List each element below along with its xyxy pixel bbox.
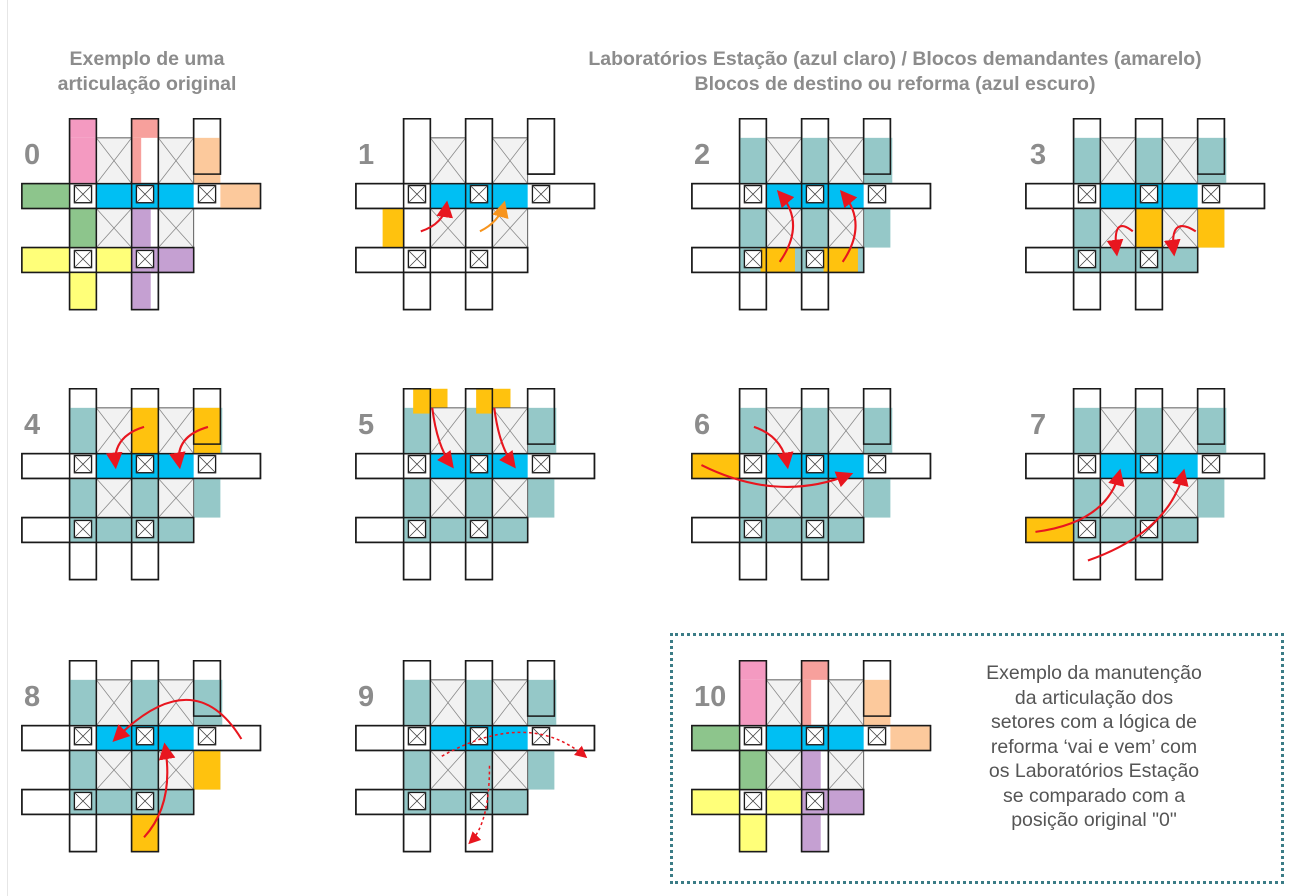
movement-arrow	[493, 407, 516, 469]
movement-arrow	[753, 425, 794, 470]
movement-arrow	[776, 190, 795, 263]
panel-number-6: 6	[694, 409, 711, 441]
block-col_l	[739, 679, 767, 726]
legend-box	[670, 633, 1284, 884]
panel-number-8: 8	[24, 681, 41, 713]
movement-arrow	[1163, 225, 1197, 257]
movement-arrow	[1106, 225, 1134, 257]
legend-line-5: os Laboratórios Estação	[988, 760, 1200, 782]
movement-arrow	[420, 200, 453, 233]
movement-arrow	[143, 742, 176, 838]
block-stub_lt	[21, 183, 70, 209]
panel-number-2: 2	[694, 139, 711, 171]
block-stub_bl	[69, 272, 97, 310]
block-stub_bl	[739, 814, 767, 852]
block-stub_bm	[801, 814, 821, 852]
panel-number-4: 4	[24, 409, 41, 441]
legend-line-6: se comparado com a	[1002, 784, 1186, 807]
panel-number-9: 9	[358, 681, 375, 713]
movement-arrow	[1087, 468, 1189, 562]
block-yl	[691, 453, 740, 479]
block-yr	[1197, 208, 1225, 248]
header-legend: Laboratórios Estação (azul claro) / Bloc…	[500, 47, 1290, 97]
block-pink_a	[739, 660, 767, 680]
movement-arrow	[105, 425, 145, 470]
legend-line-3: setores com a lógica de	[991, 711, 1197, 733]
plan-panel-5	[355, 388, 596, 581]
block-y1	[382, 208, 404, 248]
block-band_b_l	[766, 789, 802, 815]
block-col_m	[131, 137, 142, 184]
block-col_l2	[739, 750, 767, 790]
plan-panel-8	[21, 660, 262, 853]
legend-line-7: posição original "0"	[1011, 809, 1177, 831]
plan-panel-2	[691, 117, 932, 311]
plan-panel-10	[691, 660, 932, 853]
movement-arrow	[1035, 468, 1125, 533]
legend-line-2: da articulação dos	[1014, 686, 1174, 709]
plan-panel-7	[1025, 388, 1266, 581]
block-band_b	[150, 247, 194, 273]
block-col_r	[193, 137, 221, 184]
movement-arrow	[468, 765, 491, 845]
block-stub_bm	[131, 272, 151, 310]
panel-number-5: 5	[358, 409, 375, 441]
block-band_b_l	[96, 247, 132, 273]
movement-arrow	[839, 189, 858, 263]
page-edge-rule	[7, 0, 8, 896]
block-col_l	[69, 137, 97, 184]
header-right-line-1: Laboratórios Estação (azul claro) / Bloc…	[588, 48, 1202, 70]
block-stub_rt	[220, 183, 261, 209]
panel-number-10: 10	[694, 681, 727, 713]
block-col_m	[801, 679, 812, 726]
header-left-line-1: Exemplo de uma	[69, 48, 225, 70]
block-ybm	[131, 814, 159, 852]
block-pink_a	[69, 118, 97, 138]
block-stub_rt	[890, 725, 931, 751]
block-pink_b	[801, 660, 829, 680]
plan-panel-0	[21, 117, 262, 311]
movement-arrow	[431, 407, 454, 469]
destination-blocks	[1073, 407, 1227, 543]
block-yb2	[823, 247, 858, 273]
legend-line-4: reforma ‘vai e vem’ com	[990, 735, 1198, 758]
block-yr	[193, 750, 221, 790]
movement-arrow	[112, 698, 243, 742]
block-stub_lb	[691, 789, 740, 815]
header-left-line-2: articulação original	[57, 73, 237, 95]
header-original-articulation: Exemplo de uma articulação original	[16, 47, 278, 97]
panel-number-3: 3	[1030, 139, 1047, 171]
legend-line-1: Exemplo da manutenção	[986, 662, 1202, 684]
plan-panel-9	[355, 660, 596, 853]
panel-number-7: 7	[1030, 409, 1047, 441]
plan-panel-6	[691, 388, 932, 581]
block-col_r	[863, 679, 891, 726]
header-right-line-2: Blocos de destino ou reforma (azul escur…	[694, 73, 1096, 95]
plan-panel-1	[355, 117, 596, 311]
plan-panel-3	[1025, 117, 1266, 311]
block-stub_lt	[691, 725, 740, 751]
movement-arrow	[700, 464, 854, 488]
plan-panel-4	[21, 388, 262, 581]
panel-number-0: 0	[24, 139, 41, 171]
block-stub_lb	[21, 247, 70, 273]
block-pink_b	[131, 118, 159, 138]
block-ym	[1135, 208, 1163, 248]
movement-arrow	[479, 200, 509, 233]
legend-text: Exemplo da manutenção da articulação dos…	[932, 661, 1256, 833]
panel-number-1: 1	[358, 139, 375, 171]
movement-arrow	[169, 425, 209, 470]
block-col_l2	[69, 208, 97, 248]
